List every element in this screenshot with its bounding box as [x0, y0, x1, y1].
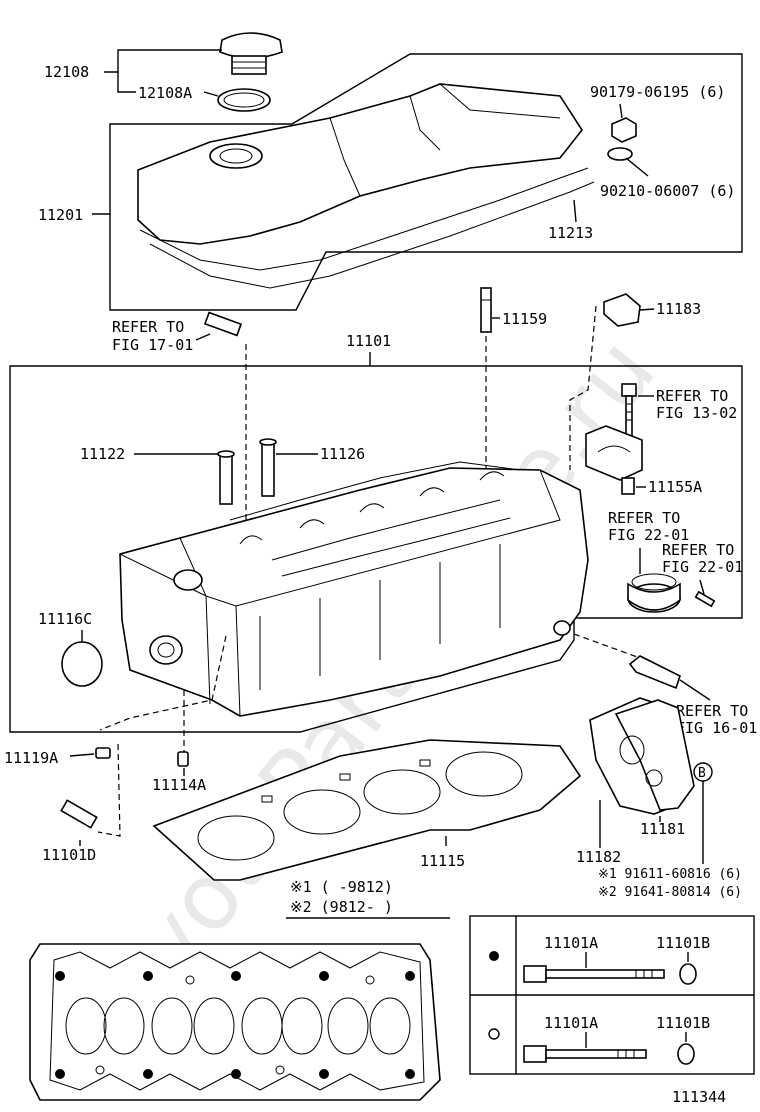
label-fig-22-01b: FIG 22-01	[662, 558, 743, 576]
label-fig-22-01a: FIG 22-01	[608, 526, 689, 544]
label-11101D: 11101D	[42, 846, 96, 864]
label-range2: ※2 (9812- )	[290, 898, 393, 916]
label-11182: 11182	[576, 848, 621, 866]
label-refer-to-2: REFER TO	[656, 387, 728, 405]
label-range1: ※1 ( -9812)	[290, 878, 393, 896]
cylinder-head-top-view	[29, 943, 441, 1101]
label-circle-b: B	[698, 766, 706, 781]
washer-11101B-top	[679, 963, 697, 985]
label-11122: 11122	[80, 445, 125, 463]
plug-11116C	[61, 641, 103, 687]
label-table-11101B-2: 11101B	[656, 1014, 710, 1032]
label-fig-13-02: FIG 13-02	[656, 404, 737, 422]
label-table-11101B-1: 11101B	[656, 934, 710, 952]
dowel-11114A	[177, 751, 189, 767]
label-12108A: 12108A	[138, 84, 192, 102]
label-refer-to-1: REFER TO	[112, 318, 184, 336]
washer-11101B-bottom	[677, 1043, 695, 1065]
open-dot-symbol	[488, 1028, 500, 1040]
label-note1: ※1 91611-60816 (6)	[598, 867, 742, 882]
label-fig-17-01: FIG 17-01	[112, 336, 193, 354]
bolt-table	[469, 915, 755, 1075]
solid-dot-symbol	[489, 951, 499, 961]
label-11126: 11126	[320, 445, 365, 463]
valve-cover-bolt-and-seal	[607, 117, 637, 161]
bearing-cap	[585, 425, 643, 481]
label-note2: ※2 91641-80814 (6)	[598, 885, 742, 900]
label-11201: 11201	[38, 206, 83, 224]
cylinder-head-frame	[9, 365, 743, 733]
valve-cover-frame	[109, 53, 743, 311]
label-table-11101A-1: 11101A	[544, 934, 598, 952]
label-refer-to-5: REFER TO	[676, 702, 748, 720]
label-11181: 11181	[640, 820, 685, 838]
label-12108: 12108	[44, 63, 89, 81]
head-gasket	[152, 739, 582, 881]
cylinder-head	[119, 461, 589, 717]
label-table-11101A-2: 11101A	[544, 1014, 598, 1032]
label-11116C: 11116C	[38, 610, 92, 628]
valve-guides	[217, 438, 277, 505]
label-11101: 11101	[346, 332, 391, 350]
label-11115: 11115	[420, 852, 465, 870]
label-11159: 11159	[502, 310, 547, 328]
label-11119A: 11119A	[4, 749, 58, 767]
dowel-11119A	[95, 747, 111, 759]
label-refer-to-3: REFER TO	[608, 509, 680, 527]
sensor-plug	[628, 655, 681, 690]
label-fig-16-01: FIG 16-01	[676, 719, 757, 737]
oil-filler-cap-assembly	[217, 32, 283, 112]
valve-cover	[137, 83, 595, 289]
label-90179: 90179-06195 (6)	[590, 83, 725, 101]
bolt-11101A-short	[523, 1045, 647, 1063]
bolt-11101A-long	[523, 965, 665, 983]
pin-11155A	[621, 477, 635, 495]
label-11114A: 11114A	[152, 776, 206, 794]
camshaft-oil-seal-and-pin	[627, 573, 716, 613]
label-11183: 11183	[656, 300, 701, 318]
stud-11101D	[60, 799, 98, 829]
label-11213: 11213	[548, 224, 593, 242]
label-refer-to-4: REFER TO	[662, 541, 734, 559]
stud-bolt-top	[203, 311, 243, 337]
bracket-11183	[603, 293, 641, 327]
water-outlet-and-gasket	[589, 697, 695, 815]
diagram-code: 111344	[672, 1088, 726, 1106]
injector-pin-11159	[480, 287, 492, 333]
label-90210: 90210-06007 (6)	[600, 182, 735, 200]
label-11155A: 11155A	[648, 478, 702, 496]
